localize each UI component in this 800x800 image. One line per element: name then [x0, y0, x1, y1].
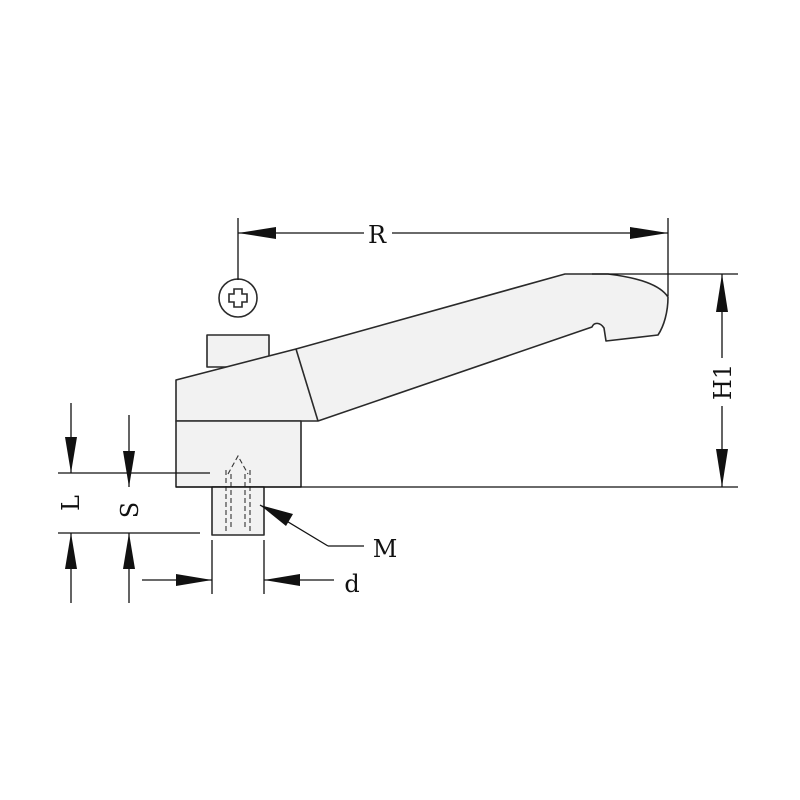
dimension-S: S	[116, 415, 144, 603]
thread-hidden-lines	[225, 454, 251, 533]
drill-point	[227, 454, 249, 475]
label-d: d	[344, 570, 359, 598]
dimension-R: R	[238, 221, 668, 249]
dimension-L: L	[57, 403, 85, 603]
extension-lines	[58, 218, 738, 594]
lever-part	[175, 273, 669, 536]
dimension-d: d	[142, 570, 360, 598]
lever-arm	[175, 273, 669, 422]
leader-M: M	[259, 504, 398, 563]
label-R: R	[368, 221, 387, 249]
dimension-H1: H1	[709, 274, 737, 487]
hub-divider	[295, 348, 319, 422]
label-S: S	[116, 502, 144, 518]
label-L: L	[57, 495, 85, 511]
label-M: M	[373, 535, 398, 563]
threaded-stud	[211, 486, 265, 536]
center-mark-icon	[218, 278, 258, 318]
label-H1: H1	[709, 364, 737, 400]
top-block	[206, 334, 270, 368]
hub-body	[175, 420, 302, 488]
